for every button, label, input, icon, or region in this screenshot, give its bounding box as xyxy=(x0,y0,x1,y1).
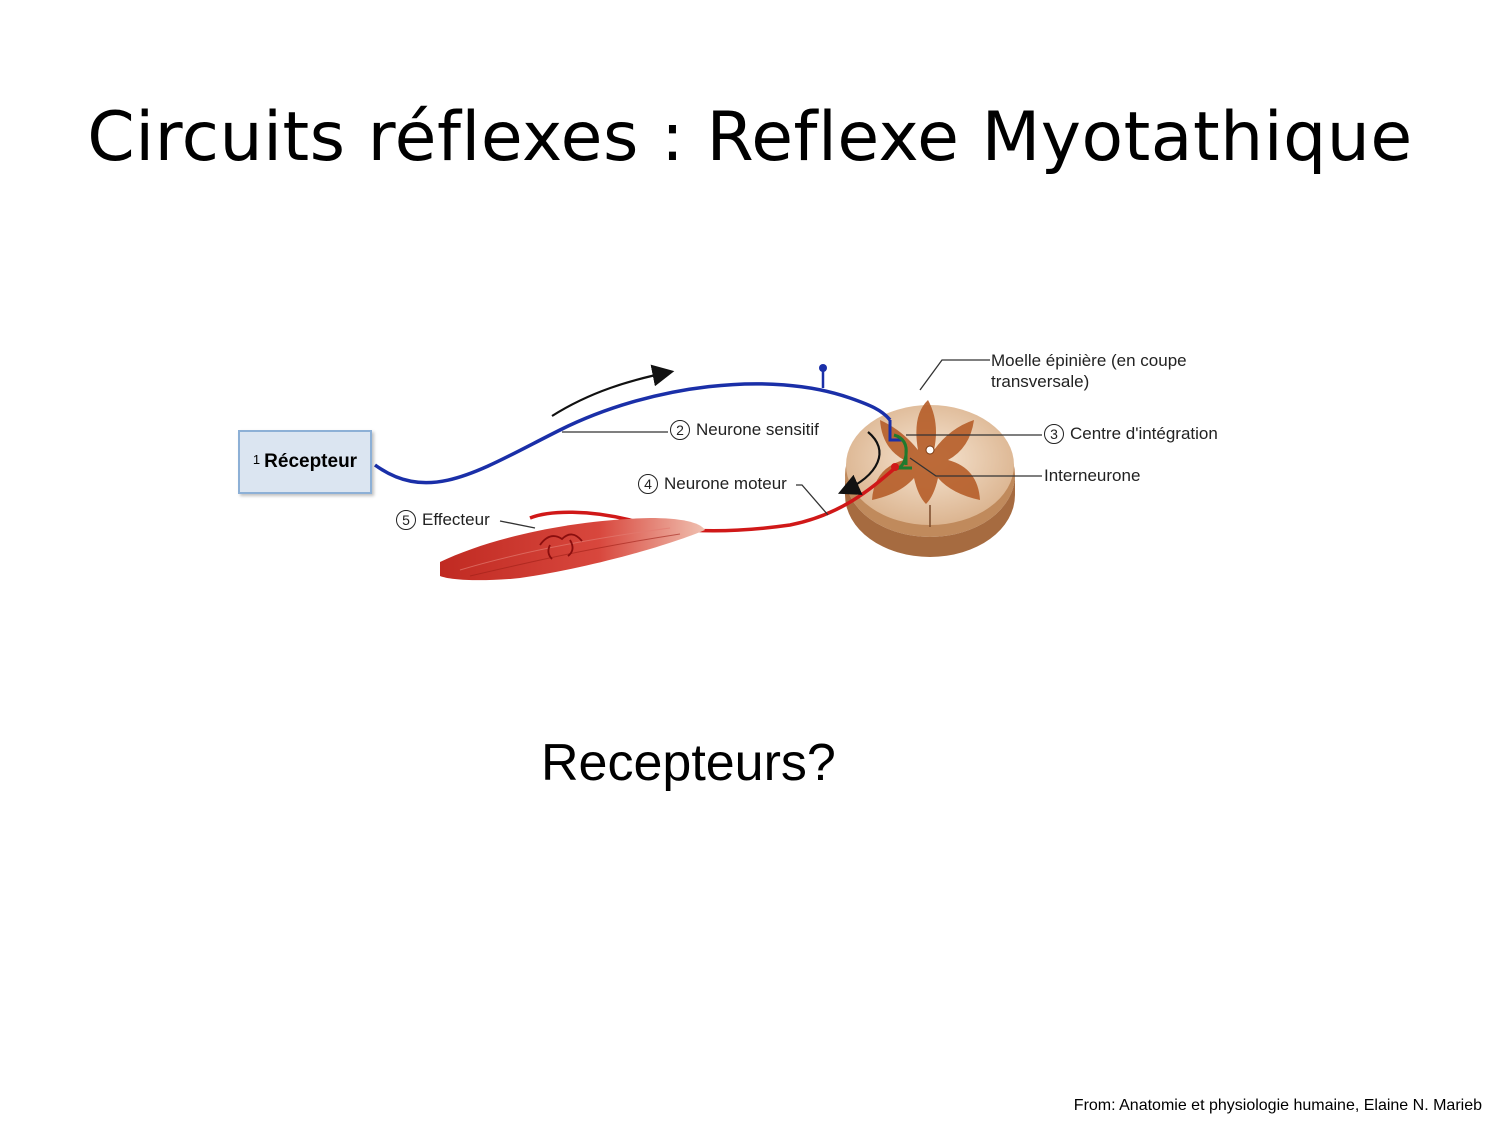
sensory-ganglion xyxy=(819,364,827,372)
spinal-cord xyxy=(845,400,1015,557)
motor-neuron-fiber xyxy=(529,466,897,533)
number-badge-4: 4 xyxy=(638,474,658,494)
source-citation: From: Anatomie et physiologie humaine, E… xyxy=(1073,1097,1482,1114)
reflex-arc-diagram: 1 Récepteur 2 Neurone sensitif 4 Neurone… xyxy=(230,340,1250,600)
label-sensory-neuron: 2 Neurone sensitif xyxy=(670,420,819,440)
receptor-number: 1 xyxy=(252,451,261,467)
spinal-cord-text-2: transversale) xyxy=(991,372,1090,391)
question-text: Recepteurs? xyxy=(541,734,836,792)
integration-center-text: Centre d'intégration xyxy=(1070,424,1218,443)
slide-title: Circuits réflexes : Reflexe Myotathique xyxy=(87,98,1413,177)
interneuron-text: Interneurone xyxy=(1044,466,1141,485)
label-interneuron: Interneurone xyxy=(1044,466,1140,486)
sensory-neuron-fiber xyxy=(373,382,892,485)
label-effector: 5 Effecteur xyxy=(396,510,490,530)
efferent-arrow xyxy=(837,431,881,495)
interneuron-fiber xyxy=(893,433,912,471)
number-badge-5: 5 xyxy=(396,510,416,530)
receptor-label: Récepteur xyxy=(264,451,358,472)
number-badge-3: 3 xyxy=(1044,424,1064,444)
muscle-effector xyxy=(440,518,705,581)
spinal-cord-text-1: Moelle épinière (en coupe xyxy=(991,351,1187,370)
effector-text: Effecteur xyxy=(422,510,490,529)
reflex-arc-illustration xyxy=(373,359,1042,581)
number-badge-2: 2 xyxy=(670,420,690,440)
motor-neuron-text: Neurone moteur xyxy=(664,474,787,493)
receptor-box: 1 Récepteur xyxy=(238,430,372,494)
afferent-arrow xyxy=(551,364,675,417)
label-spinal-cord: Moelle épinière (en coupe transversale) xyxy=(991,350,1187,392)
label-integration-center: 3 Centre d'intégration xyxy=(1044,424,1218,444)
sensory-neuron-text: Neurone sensitif xyxy=(696,420,819,439)
label-motor-neuron: 4 Neurone moteur xyxy=(638,474,787,494)
